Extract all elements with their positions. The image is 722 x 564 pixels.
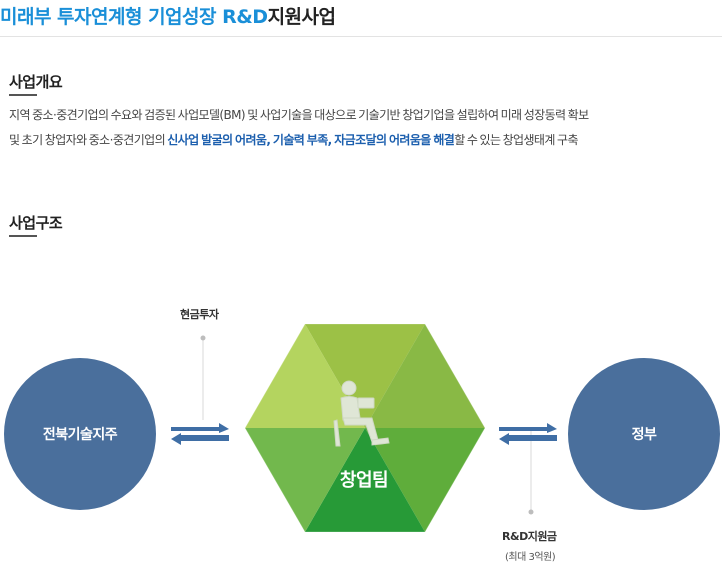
overview-line-2-suffix: 할 수 있는 창업생태계 구축 (454, 133, 578, 147)
overview-line-1: 지역 중소·중견기업의 수요와 검증된 사업모델(BM) 및 사업기술을 대상으… (9, 108, 589, 122)
structure-heading: 사업구조 (9, 214, 63, 232)
page-title: 미래부 투자연계형 기업성장 R&D지원사업 (0, 2, 336, 29)
cash-investment-label: 현금투자 (180, 308, 219, 321)
overview-line-2: 및 초기 창업자와 중소·중견기업의 신사업 발굴의 어려움, 기술력 부족, … (9, 128, 720, 153)
rnd-grant-sublabel: (최대 3억원) (505, 552, 556, 563)
overview-heading: 사업개요 (9, 73, 63, 91)
structure-heading-underline (9, 235, 37, 237)
right-entity-circle: 정부 (568, 358, 720, 510)
overview-text: 지역 중소·중견기업의 수요와 검증된 사업모델(BM) 및 사업기술을 대상으… (9, 103, 720, 153)
seated-person-icon (333, 380, 390, 447)
overview-line-2-prefix: 및 초기 창업자와 중소·중견기업의 (9, 133, 168, 147)
overview-heading-underline (9, 94, 37, 96)
rnd-grant-leader-dot (528, 509, 534, 515)
cash-investment-leader-dot (200, 335, 206, 341)
right-entity-label: 정부 (631, 427, 657, 443)
startup-team-hexagon (244, 323, 486, 533)
exchange-arrows-icon-right (499, 423, 557, 445)
left-entity-circle: 전북기술지주 (4, 358, 156, 510)
left-entity-label: 전북기술지주 (42, 427, 118, 443)
title-divider (0, 36, 722, 37)
center-entity-label: 창업팀 (339, 470, 389, 491)
rnd-grant-label: R&D지원금 (502, 530, 557, 543)
exchange-arrows-icon-left (171, 423, 229, 445)
page-title-accent: 미래부 투자연계형 기업성장 R&D (0, 6, 268, 28)
page-title-rest: 지원사업 (267, 6, 336, 28)
overview-highlight: 신사업 발굴의 어려움, 기술력 부족, 자금조달의 어려움을 해결 (167, 133, 455, 147)
